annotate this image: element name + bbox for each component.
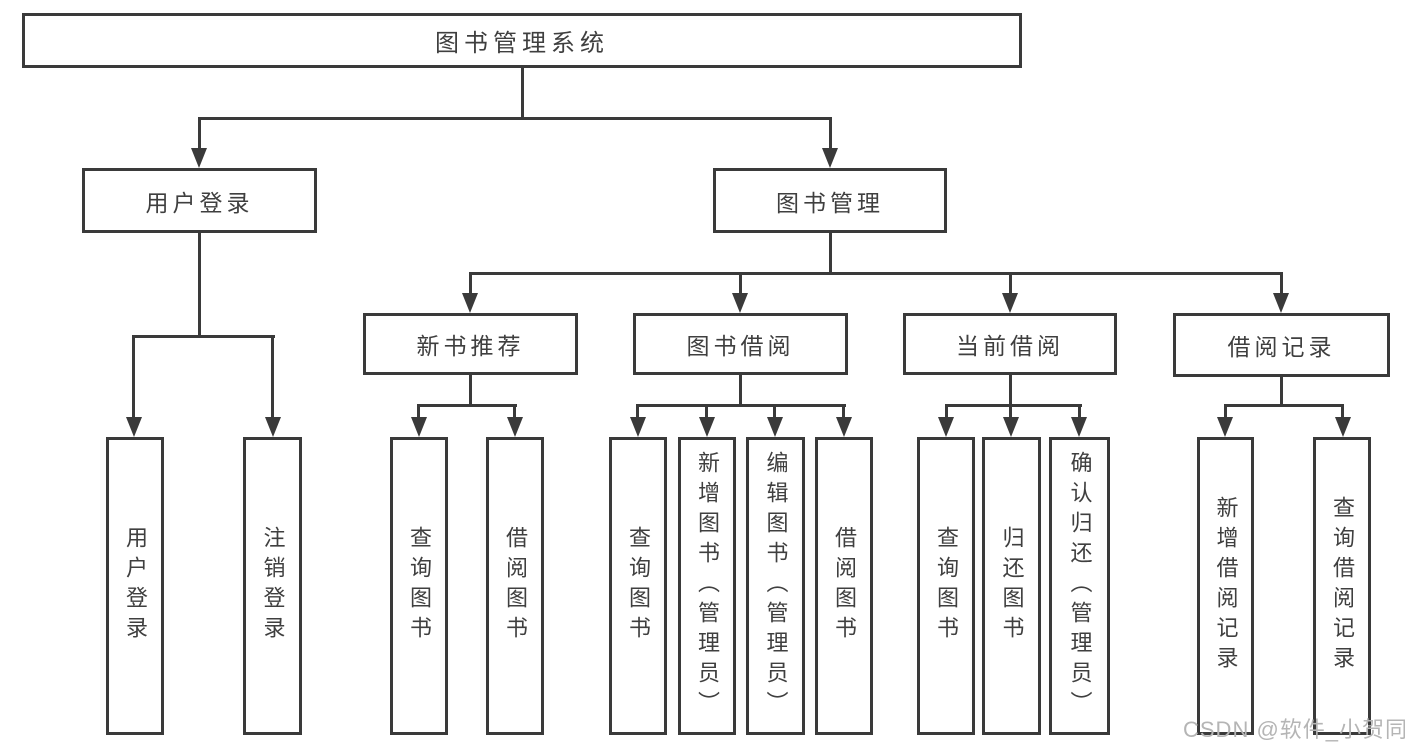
leaf-cb-return-book: 归还图书 [982,437,1041,735]
connector-drop-br-query [1341,404,1344,420]
leaf-nbr-borrow-book: 借阅图书 [486,437,544,735]
node-book-borrow: 图书借阅 [633,313,848,375]
node-new-book-recommend: 新书推荐 [363,313,578,375]
connector-br-rail [1224,404,1344,407]
connector-drop-current-borrow [1009,272,1012,297]
connector-drop-new-book-recommend [469,272,472,297]
connector-cb-trunk [1009,374,1012,406]
node-borrow-record-label: 借阅记录 [1227,334,1336,360]
connector-book-management-trunk [829,233,832,274]
node-new-book-recommend-label: 新书推荐 [416,333,525,359]
connector-drop-book-management [829,117,832,151]
node-borrow-record: 借阅记录 [1173,313,1390,377]
leaf-br-query-record-label: 查询借阅记录 [1330,496,1355,676]
connector-drop-leaf-logout [271,335,274,419]
leaf-cb-query-book-label: 查询图书 [934,526,959,646]
arrowhead-cb-return-icon [1003,417,1019,437]
node-current-borrow: 当前借阅 [903,313,1117,375]
node-user-login-label: 用户登录 [145,189,254,216]
leaf-bb-query-book: 查询图书 [609,437,667,735]
arrowhead-nbr-borrow-icon [507,417,523,437]
arrowhead-br-query-icon [1335,417,1351,437]
leaf-cb-confirm-return: 确认归还（管理员） [1049,437,1110,735]
connector-level2-rail [198,117,832,120]
arrowhead-current-borrow-icon [1002,293,1018,313]
connector-drop-br-add [1224,404,1227,420]
leaf-user-login-label: 用户登录 [123,526,148,646]
connector-cb-rail [945,404,1082,407]
node-book-borrow-label: 图书借阅 [686,333,795,359]
leaf-nbr-borrow-book-label: 借阅图书 [503,526,528,646]
leaf-user-login: 用户登录 [106,437,164,735]
node-book-management-label: 图书管理 [776,189,884,216]
arrowhead-borrow-record-icon [1273,293,1289,313]
leaf-cb-return-book-label: 归还图书 [999,526,1025,646]
leaf-bb-add-book: 新增图书（管理员） [678,437,736,735]
connector-nbr-trunk [469,374,472,406]
leaf-bb-edit-book: 编辑图书（管理员） [746,437,805,735]
connector-nbr-rail [417,404,517,407]
arrowhead-leaf-logout-icon [265,417,281,437]
leaf-bb-borrow-book: 借阅图书 [815,437,873,735]
connector-drop-cb-query [945,404,948,420]
leaf-bb-borrow-book-label: 借阅图书 [832,526,857,646]
arrowhead-new-book-recommend-icon [462,293,478,313]
csdn-watermark: CSDN @软件_小贺同学 [1183,717,1405,742]
node-user-login: 用户登录 [82,168,317,233]
arrowhead-bb-add-icon [699,417,715,437]
arrowhead-br-add-icon [1217,417,1233,437]
node-book-management: 图书管理 [713,168,947,233]
connector-drop-bb-edit [773,404,776,420]
connector-drop-cb-return [1009,404,1012,420]
node-current-borrow-label: 当前借阅 [956,333,1064,359]
arrowhead-user-login-icon [191,148,207,168]
arrowhead-cb-query-icon [938,417,954,437]
leaf-nbr-query-book: 查询图书 [390,437,448,735]
leaf-bb-edit-book-label: 编辑图书（管理员） [763,451,789,721]
connector-drop-leaf-user-login [132,335,135,419]
arrowhead-leaf-user-login-icon [126,417,142,437]
connector-level3-rail [469,272,1283,275]
leaf-br-query-record: 查询借阅记录 [1313,437,1371,735]
connector-user-login-rail [132,335,275,338]
connector-bb-trunk [739,374,742,406]
arrowhead-book-borrow-icon [732,293,748,313]
arrowhead-bb-query-icon [630,417,646,437]
arrowhead-bb-edit-icon [767,417,783,437]
connector-bb-rail [636,404,846,407]
connector-user-login-trunk [198,232,201,336]
connector-drop-cb-confirm [1078,404,1081,420]
leaf-logout: 注销登录 [243,437,302,735]
arrowhead-book-management-icon [822,148,838,168]
leaf-cb-confirm-return-label: 确认归还（管理员） [1067,451,1093,721]
connector-drop-nbr-borrow [513,404,516,420]
leaf-bb-query-book-label: 查询图书 [626,526,651,646]
leaf-br-add-record: 新增借阅记录 [1197,437,1254,735]
connector-drop-nbr-query [417,404,420,420]
arrowhead-nbr-query-icon [411,417,427,437]
node-root-label: 图书管理系统 [435,30,609,57]
connector-drop-book-borrow [739,272,742,297]
leaf-nbr-query-book-label: 查询图书 [407,526,432,646]
node-root: 图书管理系统 [22,13,1022,68]
leaf-bb-add-book-label: 新增图书（管理员） [695,451,720,721]
leaf-cb-query-book: 查询图书 [917,437,975,735]
connector-drop-user-login [198,117,201,151]
connector-drop-borrow-record [1280,272,1283,297]
connector-drop-bb-borrow [842,404,845,420]
connector-drop-bb-add [705,404,708,420]
arrowhead-bb-borrow-icon [836,417,852,437]
connector-drop-bb-query [636,404,639,420]
connector-root-trunk [521,68,524,118]
arrowhead-cb-confirm-icon [1071,417,1087,437]
leaf-br-add-record-label: 新增借阅记录 [1213,496,1239,676]
leaf-logout-label: 注销登录 [260,526,286,646]
connector-br-trunk [1280,376,1283,406]
